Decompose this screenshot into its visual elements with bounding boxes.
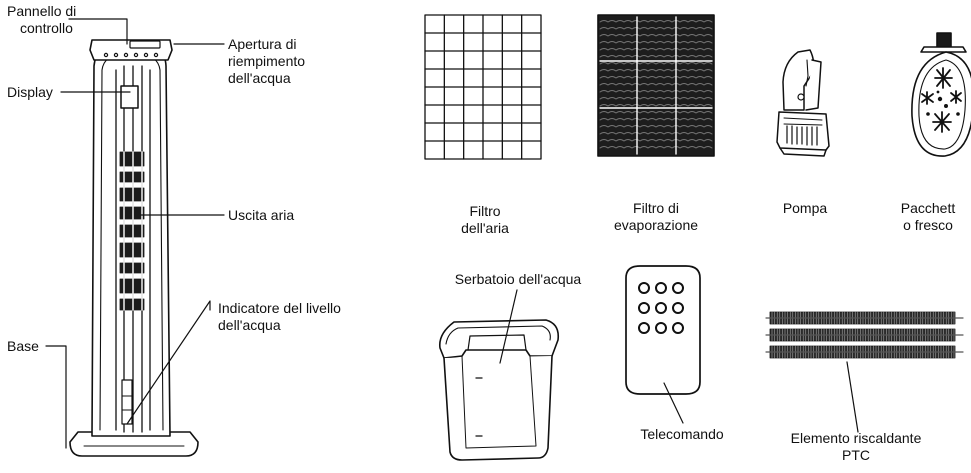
label-water-inlet-line3: dell'acqua bbox=[228, 70, 291, 86]
tower-unit bbox=[69, 39, 199, 457]
label-cold-pack-line2: o fresco bbox=[903, 217, 953, 233]
air-filter-drawing bbox=[424, 14, 542, 160]
label-air-outlet: Uscita aria bbox=[228, 207, 295, 223]
label-water-tank: Serbatoio dell'acqua bbox=[454, 271, 582, 287]
label-water-inlet-line2: riempimento bbox=[228, 53, 306, 69]
water-tank-drawing bbox=[438, 319, 560, 461]
ptc-leader bbox=[846, 361, 859, 433]
label-air-filter-line2: dell'aria bbox=[461, 220, 509, 236]
label-display: Display bbox=[7, 84, 53, 100]
tower-leaders bbox=[45, 18, 225, 449]
label-cold-pack-line1: Pacchett bbox=[900, 200, 956, 216]
ptc-element-drawing bbox=[765, 311, 964, 359]
label-water-inlet-line1: Apertura di bbox=[228, 36, 297, 52]
label-level-indicator-line2: dell'acqua bbox=[218, 317, 281, 333]
label-control-panel-line1: Pannello di bbox=[7, 3, 77, 19]
label-evap-filter-line1: Filtro di bbox=[633, 200, 679, 216]
label-control-panel-line2: controllo bbox=[20, 20, 73, 36]
label-ptc-line2: PTC bbox=[842, 447, 870, 463]
cold-pack-drawing bbox=[911, 32, 971, 157]
label-evap-filter-line2: evaporazione bbox=[613, 217, 699, 233]
label-air-filter-line1: Filtro bbox=[469, 203, 501, 219]
label-level-indicator-line1: Indicatore del livello bbox=[218, 300, 341, 316]
pump-drawing bbox=[776, 49, 830, 157]
label-base: Base bbox=[7, 338, 39, 354]
label-remote: Telecomando bbox=[640, 426, 724, 442]
water-tank-leader bbox=[499, 289, 518, 364]
evaporation-filter-drawing bbox=[597, 14, 715, 157]
remote-leader bbox=[663, 382, 684, 424]
label-pump: Pompa bbox=[782, 200, 828, 216]
label-ptc-line1: Elemento riscaldante bbox=[790, 430, 922, 446]
remote-drawing bbox=[625, 265, 701, 395]
